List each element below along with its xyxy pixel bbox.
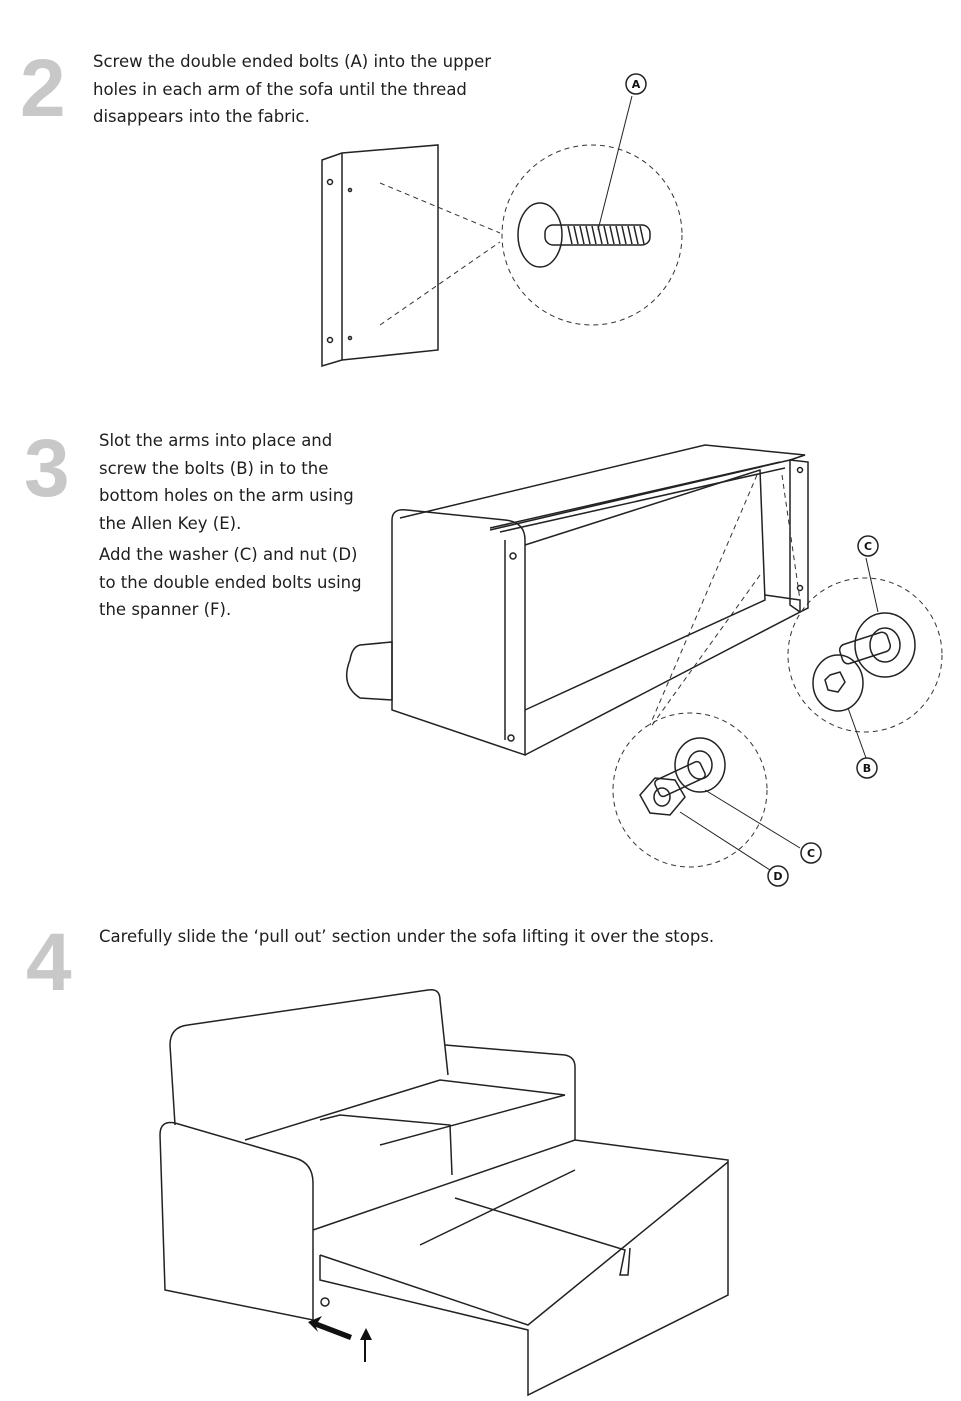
callout-d-label: D (773, 870, 782, 883)
step-3-paragraph-2: Add the washer (C) and nut (D) to the do… (99, 545, 362, 619)
step-3-text: Slot the arms into place and screw the b… (99, 427, 369, 624)
step-4-paragraph: Carefully slide the ‘pull out’ section u… (99, 927, 715, 946)
step-2-text: Screw the double ended bolts (A) into th… (93, 48, 533, 131)
arm-panel-illustration (321, 144, 501, 368)
bolt-b-washer-c-detail: C B (787, 535, 943, 779)
step-2-paragraph: Screw the double ended bolts (A) into th… (93, 52, 491, 126)
step-3-paragraph-1: Slot the arms into place and screw the b… (99, 431, 354, 533)
sofa-frame-illustration (345, 444, 809, 757)
step-4-text: Carefully slide the ‘pull out’ section u… (99, 923, 819, 951)
step-2-number: 2 (20, 43, 66, 134)
callout-c2-label: C (807, 847, 815, 860)
callout-b-label: B (863, 762, 871, 775)
callout-c-label: C (864, 540, 872, 553)
step-3-number: 3 (24, 423, 70, 514)
sofa-bed-illustration (159, 988, 729, 1397)
nut-d-washer-c-detail: C D (612, 712, 822, 887)
step-4-number: 4 (26, 917, 72, 1008)
callout-a-label: A (632, 78, 641, 91)
bolt-a-detail: A (501, 73, 683, 326)
